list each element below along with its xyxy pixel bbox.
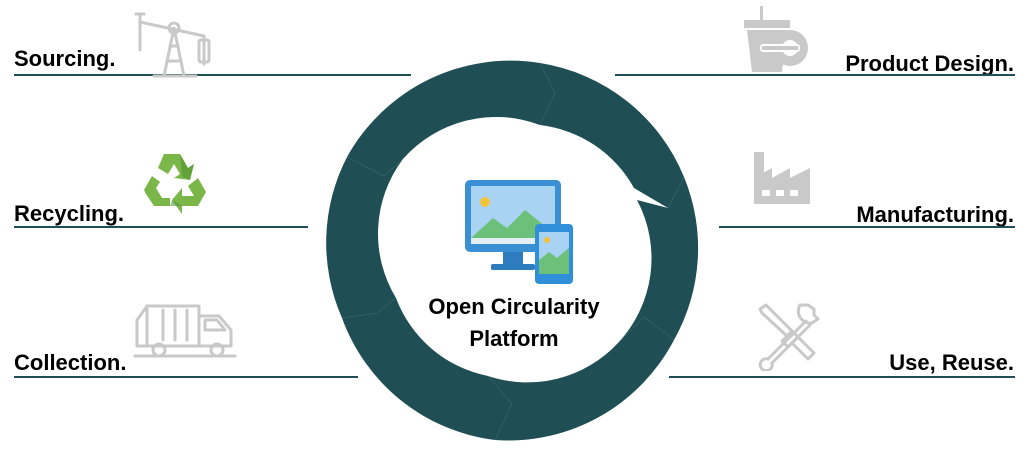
rule-sourcing [14, 74, 411, 76]
cycle-segment-left [326, 157, 403, 318]
cup-gear-icon [744, 6, 808, 72]
garbage-truck-icon [133, 304, 237, 358]
stage-label-recycling: Recycling. [14, 201, 125, 226]
cycle-segment-bottom-left [342, 298, 512, 440]
rule-product-design [615, 74, 1015, 76]
oil-pump-icon [134, 12, 211, 78]
cycle-segment-bottom-right [488, 317, 674, 441]
stage-label-collection: Collection. [14, 350, 127, 375]
rule-manufacturing [719, 226, 1015, 228]
wrench-screwdriver-icon [758, 303, 820, 371]
monitor-phone-icon [465, 180, 573, 284]
factory-icon [754, 152, 810, 204]
rule-recycling [14, 226, 308, 228]
center-title-line2: Platform [469, 326, 559, 351]
stage-label-product-design: Product Design. [845, 51, 1014, 76]
stage-label-sourcing: Sourcing. [14, 46, 116, 71]
cycle-segment-top-left [347, 60, 555, 176]
rule-collection [14, 376, 358, 378]
cycle-segment-right [618, 177, 699, 343]
stage-label-manufacturing: Manufacturing. [856, 202, 1014, 227]
rule-use-reuse [669, 376, 1015, 378]
cycle-segment-top-right [540, 63, 684, 208]
stage-label-use-reuse: Use, Reuse. [889, 350, 1014, 375]
center-title-line1: Open Circularity [428, 294, 600, 319]
recycle-icon [144, 154, 206, 214]
